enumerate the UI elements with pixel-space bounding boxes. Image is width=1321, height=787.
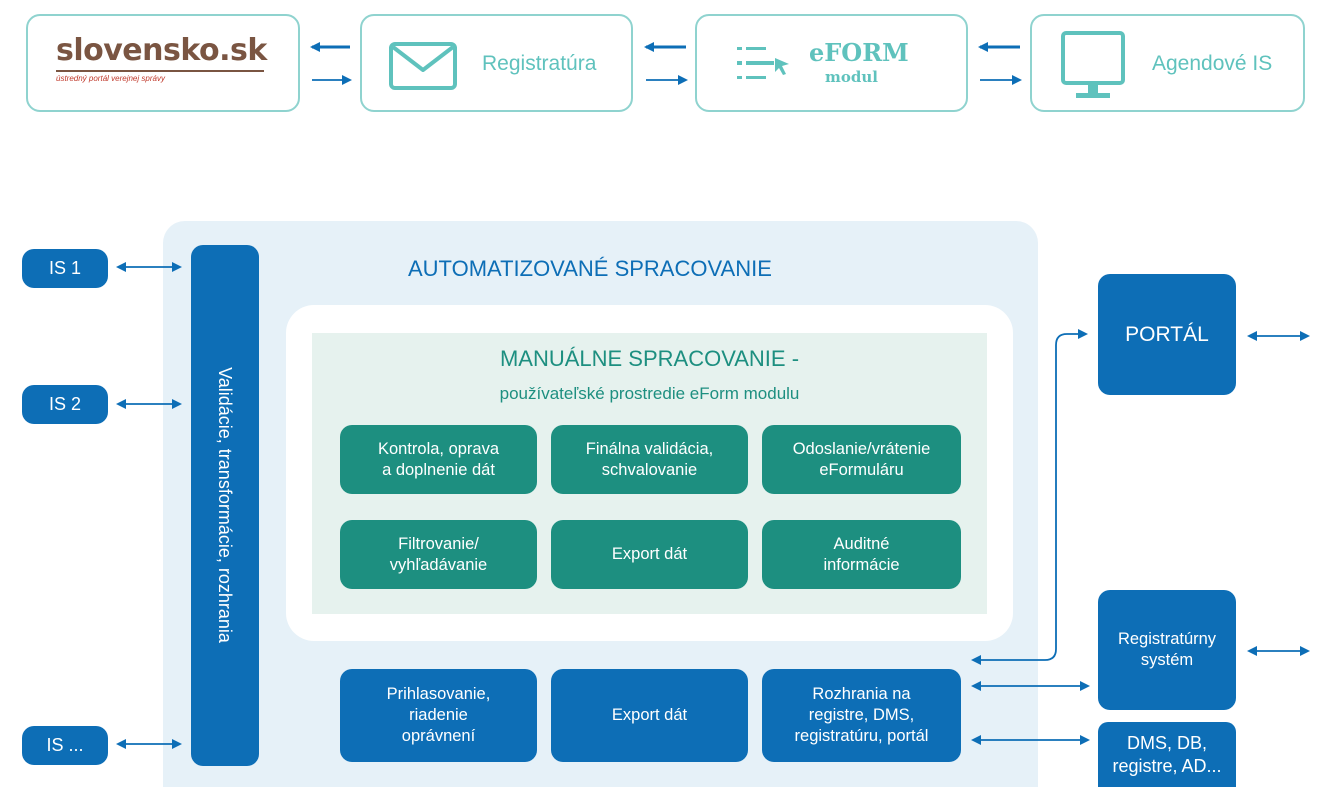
registratura-box: Registratúra xyxy=(360,14,633,112)
eform-subtitle: modul xyxy=(825,68,878,86)
manual-title: MANUÁLNE SPRACOVANIE - xyxy=(499,346,800,371)
list-icon xyxy=(737,44,797,89)
is-more: IS ... xyxy=(22,726,108,765)
slovensko-logo: slovensko.sk ústredný portál verejnej sp… xyxy=(56,34,276,94)
agendove-label: Agendové IS xyxy=(1152,52,1273,75)
bottom-item-export: Export dát xyxy=(551,669,748,762)
slovensko-box: slovensko.sk ústredný portál verejnej sp… xyxy=(26,14,300,112)
envelope-icon xyxy=(389,42,457,95)
agendove-box: Agendové IS xyxy=(1030,14,1305,112)
arrow-portal-link xyxy=(971,329,1088,665)
registratura-label: Registratúra xyxy=(482,52,597,75)
portal-box: PORTÁL xyxy=(1098,274,1236,395)
is-1: IS 1 xyxy=(22,249,108,288)
logo-underline xyxy=(56,70,264,72)
logo-text: slovensko.sk xyxy=(56,33,267,68)
eform-box: eFORM modul xyxy=(695,14,968,112)
automated-title: AUTOMATIZOVANÉ SPRACOVANIE xyxy=(408,256,772,281)
is-2: IS 2 xyxy=(22,385,108,424)
monitor-icon xyxy=(1060,30,1126,109)
eform-title: eFORM xyxy=(809,38,909,67)
logo-tagline: ústredný portál verejnej správy xyxy=(56,74,165,83)
manual-item-validacia: Finálna validácia,schvalovanie xyxy=(551,425,748,494)
manual-item-export: Export dát xyxy=(551,520,748,589)
validation-bar xyxy=(191,245,259,766)
manual-subtitle: používateľské prostredie eForm modulu xyxy=(499,384,800,403)
manual-item-filtrovanie: Filtrovanie/vyhľadávanie xyxy=(340,520,537,589)
dms-box: DMS, DB,registre, AD... xyxy=(1098,722,1236,787)
